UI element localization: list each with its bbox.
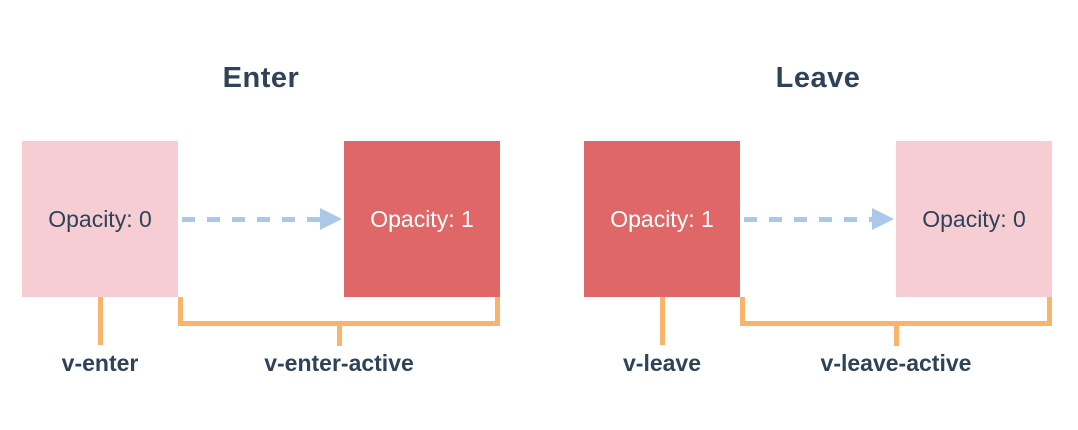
enter-transition-arrow [182, 208, 342, 230]
enter-start-state-box: Opacity: 0 [22, 141, 178, 297]
enter-end-opacity-label: Opacity: 1 [370, 205, 474, 232]
enter-state-class-label: v-enter [61, 350, 139, 376]
leave-transition-arrow [744, 208, 894, 230]
enter-end-state-box: Opacity: 1 [344, 141, 500, 297]
leave-bracket-left-line [740, 297, 745, 326]
leave-bracket-right-line [1047, 297, 1052, 326]
dashed-line [182, 216, 320, 222]
leave-state-tick-line [660, 297, 665, 345]
enter-state-tick-line [98, 297, 103, 345]
enter-title: Enter [222, 62, 300, 94]
leave-end-opacity-label: Opacity: 0 [922, 205, 1026, 232]
leave-end-state-box: Opacity: 0 [896, 141, 1052, 297]
leave-start-state-box: Opacity: 1 [584, 141, 740, 297]
enter-bracket-stem-line [336, 321, 342, 346]
dashed-line [744, 216, 872, 222]
enter-section: Enter Opacity: 0 Opacity: 1 v-enter v-en… [22, 0, 500, 430]
enter-bracket-left-line [178, 297, 183, 326]
enter-active-class-label: v-enter-active [264, 350, 414, 376]
arrow-head-icon [320, 208, 342, 230]
leave-active-class-label: v-leave-active [820, 350, 972, 376]
leave-bracket-stem-line [893, 321, 899, 346]
leave-title: Leave [775, 62, 861, 94]
enter-start-opacity-label: Opacity: 0 [48, 205, 152, 232]
arrow-head-icon [872, 208, 894, 230]
leave-section: Leave Opacity: 1 Opacity: 0 v-leave v-le… [584, 0, 1052, 430]
leave-start-opacity-label: Opacity: 1 [610, 205, 714, 232]
enter-bracket-right-line [495, 297, 500, 326]
leave-state-class-label: v-leave [622, 350, 702, 376]
